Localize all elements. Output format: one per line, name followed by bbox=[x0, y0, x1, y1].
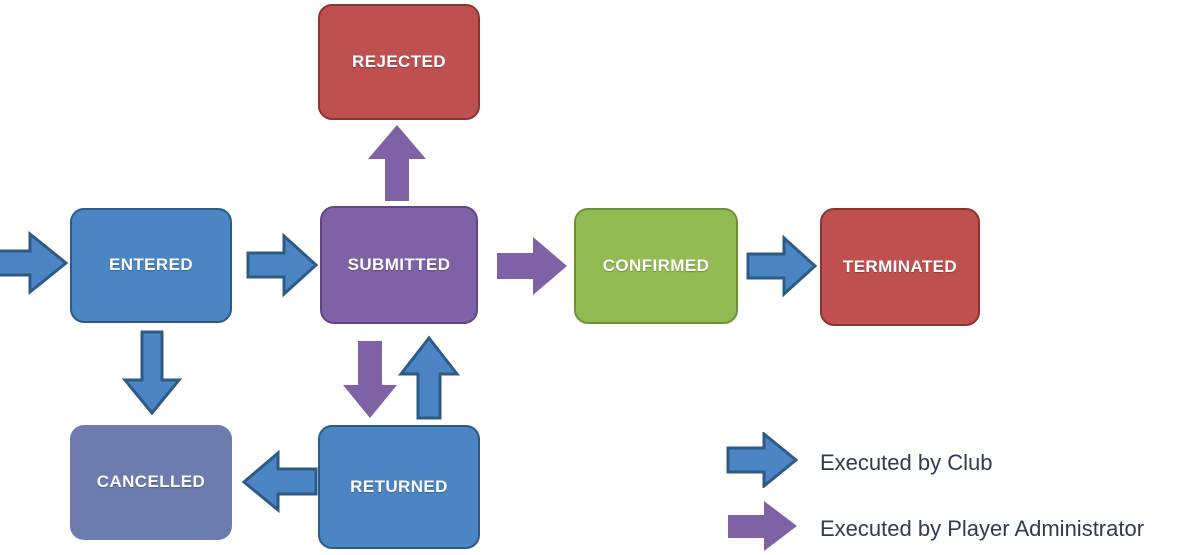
state-label-returned: RETURNED bbox=[350, 476, 448, 496]
arrow-start-to-entered bbox=[0, 230, 69, 296]
state-label-cancelled: CANCELLED bbox=[96, 472, 206, 492]
arrow-submitted-to-returned bbox=[342, 341, 398, 419]
state-box-rejected[interactable]: REJECTED bbox=[318, 4, 480, 120]
arrow-submitted-to-rejected bbox=[366, 124, 428, 202]
state-label-submitted: SUBMITTED bbox=[347, 254, 451, 274]
state-label-rejected: REJECTED bbox=[352, 51, 446, 71]
legend-item-player-administrator: Executed by Player Administrator bbox=[726, 500, 1144, 555]
state-box-cancelled[interactable]: CANCELLED bbox=[70, 425, 232, 540]
state-box-returned[interactable]: RETURNED bbox=[318, 425, 480, 549]
state-box-terminated[interactable]: TERMINATED bbox=[820, 208, 980, 326]
state-box-entered[interactable]: ENTERED bbox=[70, 208, 232, 323]
state-box-confirmed[interactable]: CONFIRMED bbox=[574, 208, 738, 324]
state-label-entered: ENTERED bbox=[108, 255, 194, 275]
legend-label-club: Executed by Club bbox=[820, 449, 993, 475]
legend-item-club: Executed by Club bbox=[726, 430, 993, 493]
legend-label-player-administrator: Executed by Player Administrator bbox=[820, 515, 1145, 541]
state-box-submitted[interactable]: SUBMITTED bbox=[320, 206, 478, 324]
state-label-terminated: TERMINATED bbox=[842, 256, 958, 276]
legend-arrow-club-icon bbox=[726, 430, 799, 493]
arrow-entered-to-cancelled bbox=[121, 330, 183, 416]
arrow-confirmed-to-terminated bbox=[746, 234, 818, 298]
state-label-confirmed: CONFIRMED bbox=[602, 255, 710, 275]
arrow-entered-to-submitted bbox=[246, 232, 319, 298]
arrow-submitted-to-confirmed bbox=[496, 236, 568, 296]
arrow-returned-to-submitted bbox=[397, 335, 461, 420]
legend-arrow-player-administrator-icon bbox=[726, 500, 798, 555]
arrow-returned-to-cancelled bbox=[241, 449, 318, 514]
